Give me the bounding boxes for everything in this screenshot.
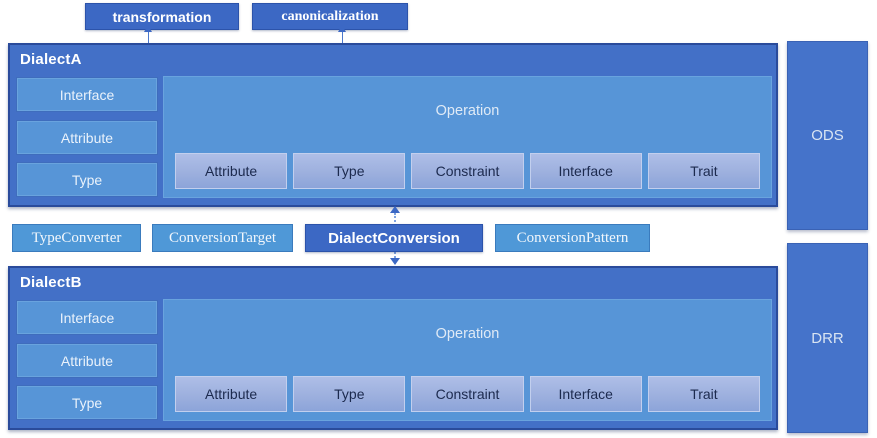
dialect-b-type-box: Type: [16, 385, 158, 420]
dialect-b-op-attribute-box: Attribute: [175, 376, 288, 412]
dialect-b-op-type-box: Type: [293, 376, 406, 412]
dialect-a-op-type-box: Type: [293, 153, 406, 189]
type-converter-box: TypeConverter: [12, 224, 141, 252]
conversion-target-box: ConversionTarget: [152, 224, 293, 252]
dialect-b-container: DialectB Interface Attribute Type Operat…: [8, 266, 778, 430]
dialect-b-operation-subrow: Attribute Type Constraint Interface Trai…: [175, 376, 761, 412]
dialect-a-attribute-box: Attribute: [16, 120, 158, 155]
dialect-b-op-trait-box: Trait: [647, 376, 761, 412]
conversion-pattern-box: ConversionPattern: [495, 224, 650, 252]
dialect-b-operation-label: Operation: [435, 326, 500, 342]
dialect-a-op-interface-box: Interface: [529, 153, 642, 189]
dialect-a-op-trait-box: Trait: [647, 153, 761, 189]
dialect-b-op-interface-box: Interface: [529, 376, 642, 412]
arrow-up-transformation-icon: [144, 25, 152, 43]
dialect-a-type-box: Type: [16, 162, 158, 197]
drr-box: DRR: [787, 243, 868, 433]
dialect-b-interface-box: Interface: [16, 300, 158, 335]
canonicalization-box: canonicalization: [252, 3, 408, 30]
transformation-box: transformation: [85, 3, 239, 30]
dialect-conversion-box: DialectConversion: [305, 224, 483, 252]
ods-box: ODS: [787, 41, 868, 230]
dialect-a-operation-label: Operation: [435, 103, 500, 119]
dialect-a-operation-box: Operation Attribute Type Constraint Inte…: [163, 76, 772, 198]
dialect-a-container: DialectA Interface Attribute Type Operat…: [8, 43, 778, 207]
dialect-a-operation-subrow: Attribute Type Constraint Interface Trai…: [175, 153, 761, 189]
dialect-a-op-constraint-box: Constraint: [411, 153, 524, 189]
dialect-b-op-constraint-box: Constraint: [411, 376, 524, 412]
dialect-b-attribute-box: Attribute: [16, 343, 158, 378]
arrow-up-canonicalization-icon: [338, 25, 346, 43]
dialect-a-title: DialectA: [20, 51, 82, 68]
dialect-b-title: DialectB: [20, 274, 82, 291]
dialect-b-operation-box: Operation Attribute Type Constraint Inte…: [163, 299, 772, 421]
dialect-a-op-attribute-box: Attribute: [175, 153, 288, 189]
dialect-a-interface-box: Interface: [16, 77, 158, 112]
